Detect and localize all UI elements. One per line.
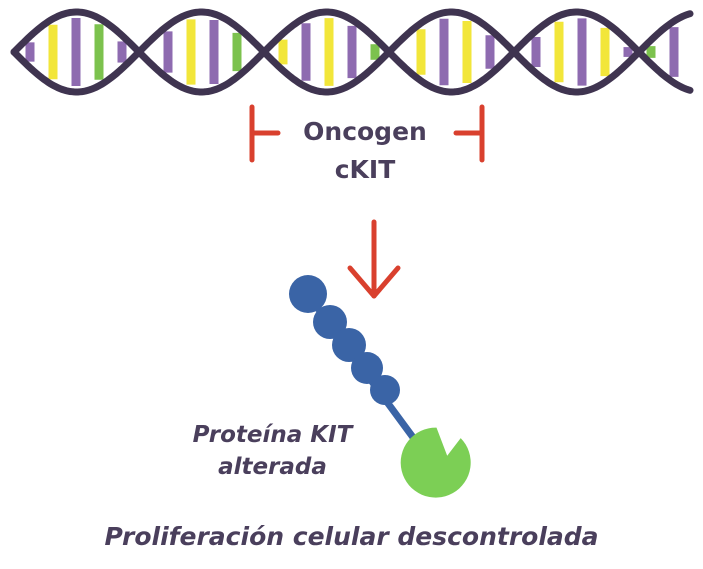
dna-strand xyxy=(10,8,694,96)
gene-name-label: Oncogen xyxy=(303,117,427,146)
gene-bracket-right xyxy=(453,104,485,163)
protein-domain-bead xyxy=(313,305,347,339)
dna-strand xyxy=(10,8,694,96)
protein-name-label: Proteína KIT xyxy=(192,422,353,448)
protein-domain-bead xyxy=(351,352,383,384)
diagram-caption: Proliferación celular descontrolada xyxy=(104,522,599,551)
protein-domain-bead xyxy=(289,275,327,313)
dna-double-helix-icon xyxy=(10,8,694,96)
protein-domain-bead xyxy=(370,375,400,405)
kit-receptor-protein-icon xyxy=(289,275,471,498)
protein-domain-bead xyxy=(332,328,366,362)
down-arrow-icon xyxy=(347,219,401,299)
kinase-receptor-domain xyxy=(400,427,471,498)
gene-bracket-left xyxy=(249,104,281,163)
protein-state-label: alterada xyxy=(218,454,327,480)
dna-base-pairs xyxy=(25,18,679,86)
gene-symbol-label: cKIT xyxy=(334,155,396,184)
